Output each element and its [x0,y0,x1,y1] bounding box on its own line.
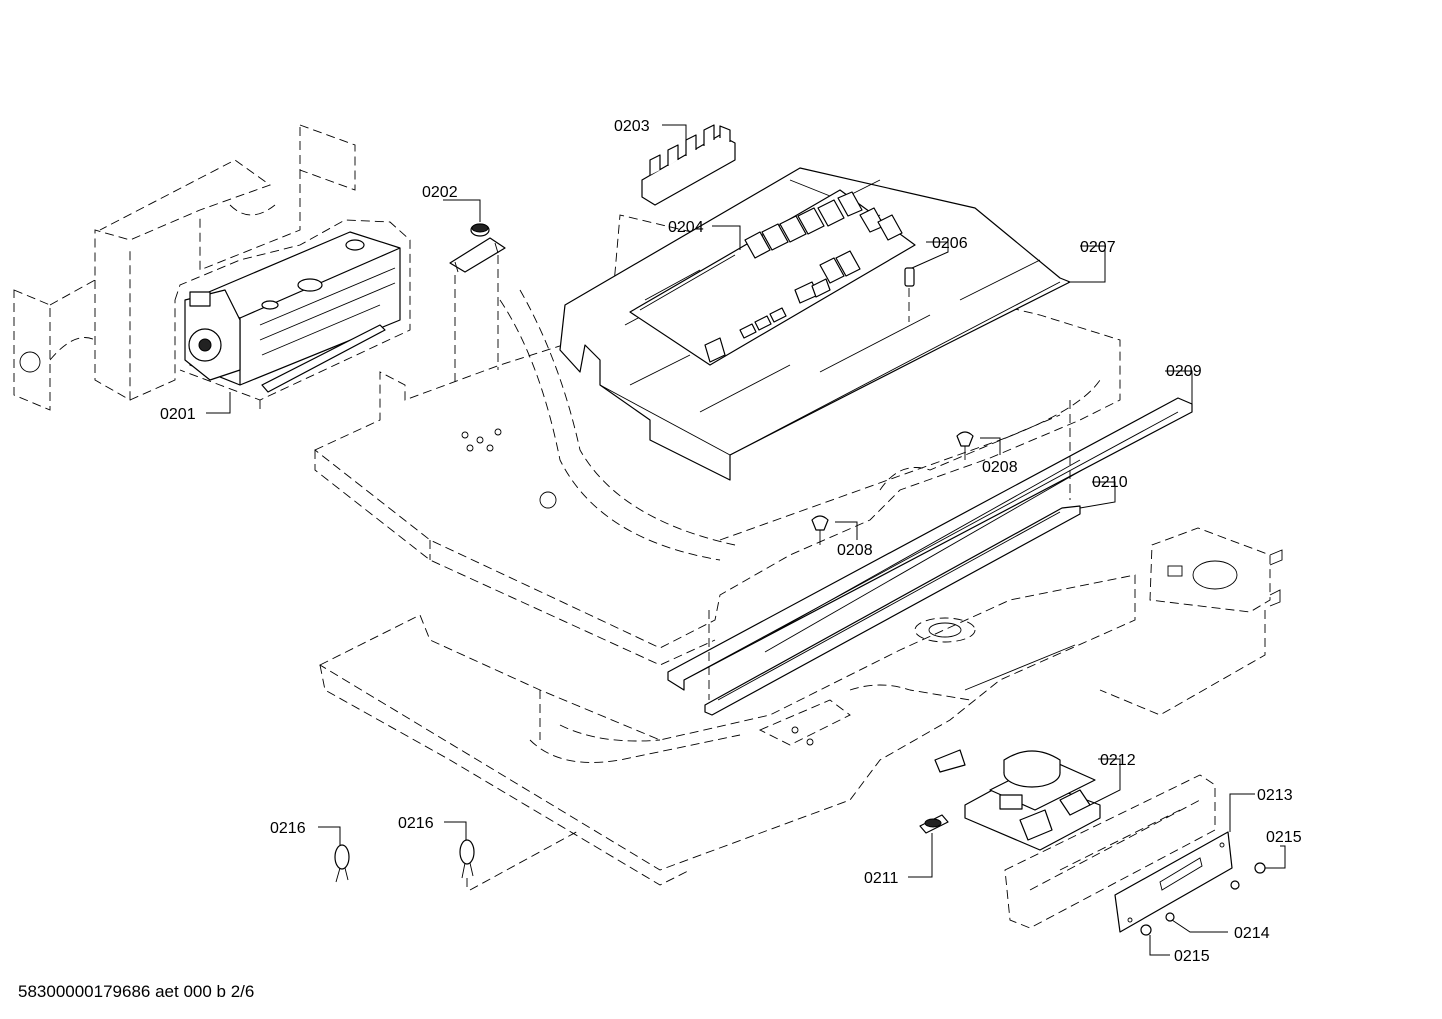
part-0204-control-pcb [629,189,916,366]
part-0206-spacer [904,267,915,322]
part-0207-cover-plate [559,167,1071,481]
part-0208-clip-lower [811,515,829,545]
right-mounting-frame [1004,774,1216,929]
label-0208-lower: 0208 [837,542,873,559]
part-0210-gasket-strip [704,459,1083,716]
part-0216-clip-left [334,844,350,883]
label-0207: 0207 [1080,239,1116,256]
part-0201-motor-assembly [184,231,401,393]
part-0215-screw [1140,862,1266,936]
part-0211-thermostat [919,814,949,834]
part-0216-clip-right [459,839,475,890]
label-0216-left: 0216 [270,820,306,837]
document-reference: 58300000179686 aet 000 b 2/6 [18,982,254,1001]
label-0201: 0201 [160,406,196,423]
part-0208-clip-upper [956,431,974,460]
label-0215-upper: 0215 [1266,829,1302,846]
lower-base-plate [319,574,1136,891]
label-0208-upper: 0208 [982,459,1018,476]
label-0202: 0202 [422,184,458,201]
label-0211: 0211 [864,870,899,887]
label-0213: 0213 [1257,787,1293,804]
label-0203: 0203 [614,118,650,135]
part-0212-timer-assembly [934,749,1101,851]
part-0202-sensor-bracket [449,223,506,385]
right-side-bracket [1099,527,1283,716]
part-0213-cover-plate [1114,831,1233,933]
left-housing-outline [13,124,411,411]
label-0206: 0206 [932,235,968,252]
label-0204: 0204 [668,219,704,236]
label-0216-right: 0216 [398,815,434,832]
leader-lines [206,124,1286,956]
part-0214-screw [1165,880,1240,922]
label-0214: 0214 [1234,925,1270,942]
part-0203-connector-block [641,124,736,206]
label-0215-lower: 0215 [1174,948,1210,965]
label-0212: 0212 [1100,752,1136,769]
main-chassis-plate [314,214,1121,666]
label-0210: 0210 [1092,474,1128,491]
label-0209: 0209 [1166,363,1202,380]
